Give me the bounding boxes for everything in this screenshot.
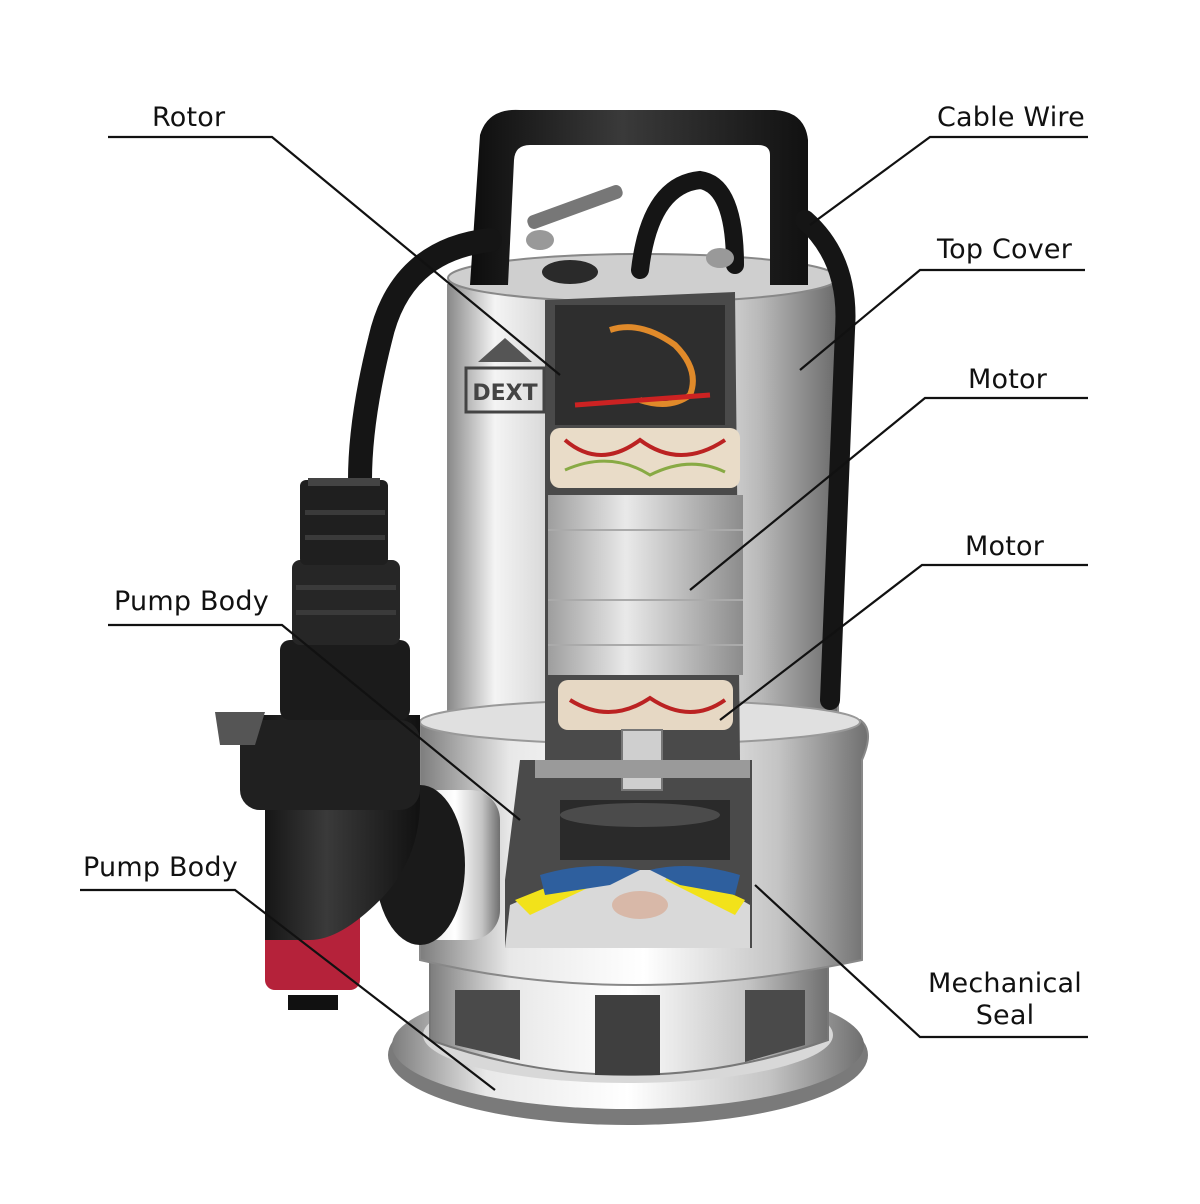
cable-wire-leader xyxy=(809,135,1088,226)
impeller xyxy=(505,866,750,948)
discharge-assembly xyxy=(215,478,500,1010)
leader-lines xyxy=(80,135,1088,1091)
rotor-label: Rotor xyxy=(152,102,226,133)
top-cover-hardware xyxy=(526,230,734,284)
motor-1-leader xyxy=(689,396,1088,591)
mechanical-seal-label: Mechanical Seal xyxy=(925,968,1085,1032)
cutaway-section xyxy=(505,292,752,948)
upper-winding xyxy=(550,428,740,488)
motor-label-2: Motor xyxy=(965,531,1045,562)
rotor-leader xyxy=(108,135,561,376)
carry-handle xyxy=(470,109,808,286)
top-cover-label: Top Cover xyxy=(937,234,1073,265)
pump-body-label-2: Pump Body xyxy=(83,852,238,883)
strainer-cage xyxy=(429,959,829,1076)
top-cover-leader xyxy=(799,268,1085,371)
motor-2-leader xyxy=(719,563,1088,721)
stator xyxy=(548,495,743,675)
mechanical-seal-label-line1: Mechanical xyxy=(928,968,1082,999)
pump-body-2-leader xyxy=(80,888,496,1091)
mechanical-seal-leader xyxy=(754,884,1088,1039)
dext-logo: DEXT xyxy=(464,338,546,414)
logo-text: DEXT xyxy=(472,381,537,406)
cable-wire-label: Cable Wire xyxy=(937,102,1085,133)
lower-winding xyxy=(558,680,733,730)
mechanical-seal-label-line2: Seal xyxy=(975,1000,1035,1031)
motor-label-1: Motor xyxy=(968,364,1048,395)
pump-body-label-1: Pump Body xyxy=(114,586,269,617)
cable xyxy=(348,170,856,710)
pump-body-1-leader xyxy=(108,623,521,821)
